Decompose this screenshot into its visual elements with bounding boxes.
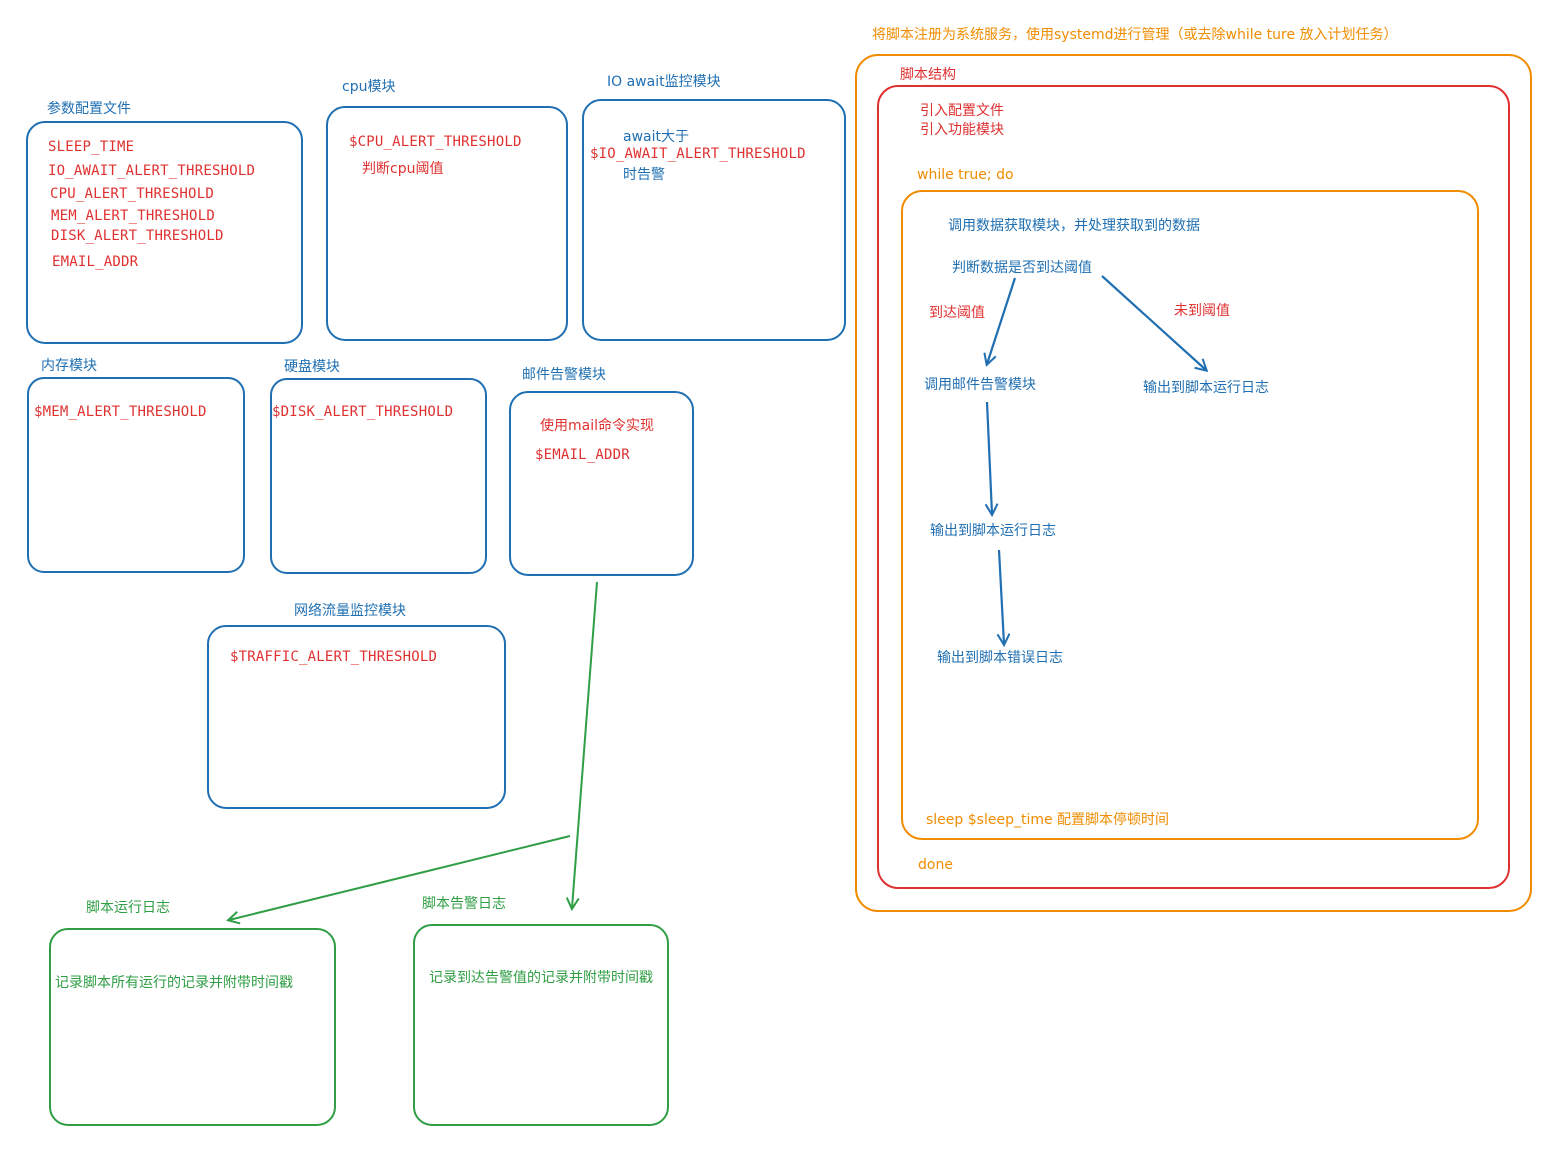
- structure-frame: [877, 85, 1510, 889]
- cpu-title: cpu模块: [342, 79, 396, 95]
- service-note: 将脚本注册为系统服务，使用systemd进行管理（或去除while ture 放…: [872, 27, 1398, 43]
- config-item: DISK_ALERT_THRESHOLD: [51, 228, 224, 244]
- config-item: SLEEP_TIME: [48, 139, 135, 155]
- loop-frame: [901, 190, 1479, 840]
- import-config: 引入配置文件: [920, 103, 1004, 119]
- not-reached-label: 未到阈值: [1174, 303, 1230, 319]
- judge-to-mail-arrow: [987, 277, 1017, 364]
- config-item: EMAIL_ADDR: [52, 254, 139, 270]
- mem-var: $MEM_ALERT_THRESHOLD: [34, 404, 207, 420]
- config-title: 参数配置文件: [47, 101, 131, 117]
- out-run-log-right: 输出到脚本运行日志: [1143, 380, 1269, 396]
- mail-var: $EMAIL_ADDR: [535, 447, 630, 463]
- mail-desc: 使用mail命令实现: [540, 418, 654, 434]
- disk-var: $DISK_ALERT_THRESHOLD: [272, 404, 454, 420]
- loop-end: done: [918, 857, 953, 873]
- alertlog-box: [413, 924, 669, 1126]
- alertlog-title: 脚本告警日志: [422, 896, 506, 912]
- net-title: 网络流量监控模块: [294, 603, 406, 619]
- io-line3: 时告警: [623, 167, 665, 183]
- cpu-desc: 判断cpu阈值: [362, 161, 444, 177]
- config-item: MEM_ALERT_THRESHOLD: [51, 208, 215, 224]
- net-box: [207, 625, 506, 809]
- io-line1: await大于: [623, 129, 689, 145]
- runlog-box: [49, 928, 336, 1126]
- structure-title: 脚本结构: [900, 67, 956, 83]
- mail-box: [509, 391, 694, 576]
- mail-to-alertlog-arrow: [572, 581, 598, 908]
- service-frame: [855, 54, 1532, 912]
- fetch-step: 调用数据获取模块，并处理获取到的数据: [948, 218, 1200, 234]
- alertlog-desc: 记录到达告警值的记录并附带时间戳: [429, 970, 653, 986]
- mem-title: 内存模块: [41, 358, 97, 374]
- judge-to-log-arrow: [1101, 275, 1206, 370]
- mail-title: 邮件告警模块: [522, 367, 606, 383]
- runlog-title: 脚本运行日志: [86, 900, 170, 916]
- runlog-desc: 记录脚本所有运行的记录并附带时间戳: [55, 975, 293, 991]
- judge-step: 判断数据是否到达阈值: [952, 260, 1092, 276]
- config-item: CPU_ALERT_THRESHOLD: [50, 186, 214, 202]
- cpu-box: [326, 106, 568, 341]
- disk-box: [270, 378, 487, 574]
- runlog-to-errlog-arrow: [999, 549, 1004, 644]
- io-box: [582, 99, 846, 341]
- reached-label: 到达阈值: [929, 305, 985, 321]
- out-err-log: 输出到脚本错误日志: [937, 650, 1063, 666]
- mem-box: [27, 377, 245, 573]
- net-var: $TRAFFIC_ALERT_THRESHOLD: [230, 649, 438, 665]
- to-runlog-arrow: [229, 835, 571, 920]
- out-run-log: 输出到脚本运行日志: [930, 523, 1056, 539]
- import-modules: 引入功能模块: [920, 122, 1004, 138]
- io-title: IO await监控模块: [607, 74, 721, 90]
- loop-start: while true; do: [917, 167, 1014, 183]
- io-var: $IO_AWAIT_ALERT_THRESHOLD: [590, 146, 806, 162]
- config-box: [26, 121, 303, 344]
- config-item: IO_AWAIT_ALERT_THRESHOLD: [48, 163, 256, 179]
- disk-title: 硬盘模块: [284, 359, 340, 375]
- sleep-step: sleep $sleep_time 配置脚本停顿时间: [926, 812, 1170, 828]
- mail-to-runlog-arrow: [987, 401, 992, 514]
- call-mail-step: 调用邮件告警模块: [924, 377, 1036, 393]
- cpu-var: $CPU_ALERT_THRESHOLD: [349, 134, 522, 150]
